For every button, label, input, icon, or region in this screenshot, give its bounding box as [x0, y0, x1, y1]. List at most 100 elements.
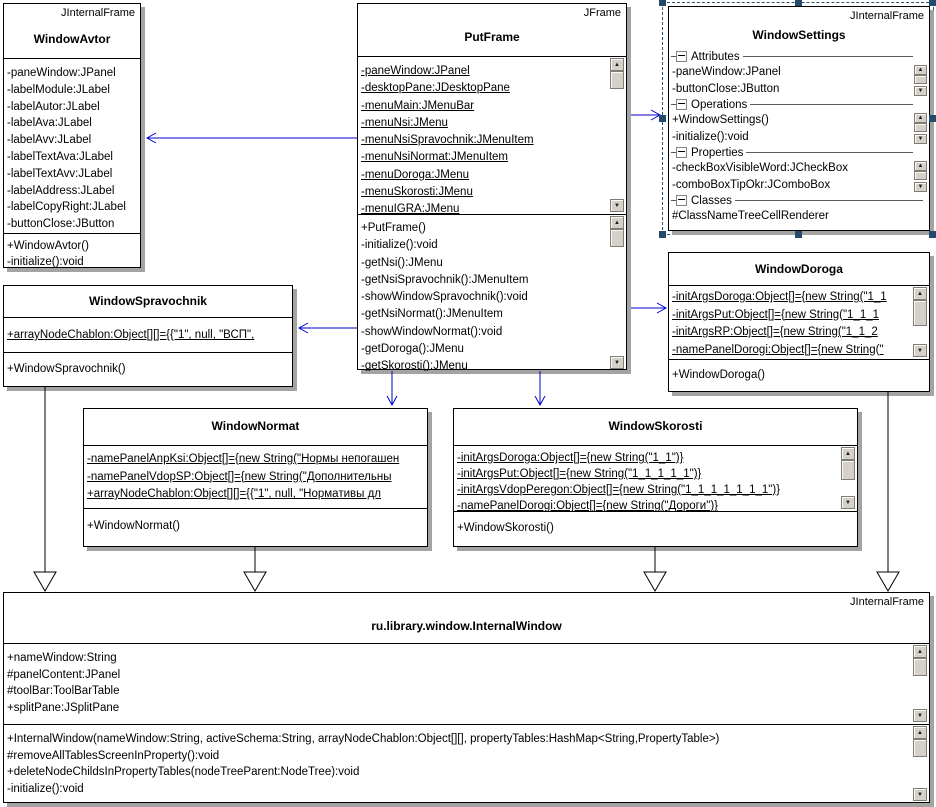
scroll-down-icon: ▼: [917, 88, 924, 94]
selection-handle[interactable]: [929, 0, 936, 6]
scroll-down-button[interactable]: ▼: [914, 134, 927, 144]
attributes-compartment: -initArgsDoroga:Object[]={new String("1_…: [669, 285, 929, 359]
methods-compartment: +InternalWindow(nameWindow:String, activ…: [4, 724, 929, 803]
dependency-arrowhead: [297, 322, 309, 334]
class-box-putframe[interactable]: JFrame PutFrame -paneWindow:JPanel-deskt…: [357, 3, 627, 371]
scroll-down-button[interactable]: ▼: [913, 788, 927, 801]
scroll-thumb[interactable]: [913, 739, 927, 757]
scroll-thumb[interactable]: [610, 229, 624, 247]
scrollbar[interactable]: ▲ ▼: [841, 447, 855, 509]
scroll-thumb[interactable]: [610, 71, 624, 89]
scroll-up-button[interactable]: ▲: [914, 65, 927, 75]
scrollbar[interactable]: ▲ ▼: [914, 161, 927, 192]
scroll-up-button[interactable]: ▲: [913, 287, 927, 300]
divider: [671, 56, 676, 57]
collapse-icon[interactable]: [676, 195, 687, 206]
group-header-properties: Properties: [671, 145, 913, 160]
attribute-row: -labelAva:JLabel: [7, 117, 92, 130]
attribute-row: -initArgsVdopPeregon:Object[]={new Strin…: [457, 484, 781, 496]
scrollbar[interactable]: ▲ ▼: [610, 58, 624, 212]
collapse-icon[interactable]: [676, 99, 687, 110]
scroll-down-button[interactable]: ▼: [841, 496, 855, 509]
collapse-icon[interactable]: [676, 147, 687, 158]
method-row: +deleteNodeChildsInPropertyTables(nodeTr…: [7, 766, 360, 778]
class-box-windownormat[interactable]: WindowNormat -namePanelAnpKsi:Object[]={…: [83, 408, 428, 547]
class-name: WindowAvtor: [33, 32, 111, 46]
scroll-thumb[interactable]: [914, 123, 927, 132]
method-row: -showWindowSpravochnik():void: [361, 291, 528, 304]
divider: [671, 152, 676, 153]
scroll-up-icon: ▲: [917, 115, 924, 121]
scrollbar[interactable]: ▲ ▼: [913, 645, 927, 722]
scroll-up-button[interactable]: ▲: [610, 58, 624, 71]
selection-handle[interactable]: [795, 231, 802, 238]
scrollbar[interactable]: ▲ ▼: [914, 113, 927, 144]
scroll-up-button[interactable]: ▲: [610, 216, 624, 229]
scroll-thumb[interactable]: [914, 171, 927, 180]
scroll-up-button[interactable]: ▲: [913, 645, 927, 658]
scroll-track[interactable]: [610, 89, 624, 199]
attribute-row: -labelAvv:JLabel: [7, 134, 92, 147]
attributes-compartment: -paneWindow:JPanel-desktopPane:JDesktopP…: [358, 56, 626, 214]
class-name: WindowSkorosti: [608, 419, 703, 433]
scroll-down-button[interactable]: ▼: [610, 356, 624, 369]
class-box-internalwindow[interactable]: JInternalFrame ru.library.window.Interna…: [3, 592, 930, 803]
scroll-thumb[interactable]: [913, 300, 927, 326]
class-box-windowdoroga[interactable]: WindowDoroga -initArgsDoroga:Object[]={n…: [668, 252, 930, 392]
method-row: +PutFrame(): [361, 222, 426, 234]
class-box-windowsettings[interactable]: JInternalFrame WindowSettings Attributes…: [668, 6, 930, 231]
scroll-up-button[interactable]: ▲: [913, 726, 927, 739]
scroll-track[interactable]: [913, 326, 927, 344]
scrollbar[interactable]: ▲ ▼: [913, 726, 927, 801]
methods-compartment: +WindowNormat(): [84, 508, 427, 547]
attributes-compartment: -paneWindow:JPanel-labelModule:JLabel-la…: [4, 58, 140, 233]
scroll-thumb[interactable]: [913, 658, 927, 676]
scrollbar[interactable]: ▲ ▼: [610, 216, 624, 369]
attribute-row: -buttonClose:JButton: [672, 82, 780, 95]
scroll-down-button[interactable]: ▼: [914, 86, 927, 96]
dependency-arrowhead: [656, 302, 668, 314]
group-label: Operations: [691, 98, 748, 111]
selection-handle[interactable]: [659, 231, 666, 238]
divider: [734, 200, 923, 201]
attribute-row: -namePanelAnpKsi:Object[]={new String("Н…: [87, 453, 400, 465]
scroll-down-button[interactable]: ▼: [913, 709, 927, 722]
scroll-track[interactable]: [913, 676, 927, 709]
attribute-row: -labelAutor:JLabel: [7, 100, 100, 113]
method-row: -initialize():void: [7, 782, 84, 795]
attribute-row: #toolBar:ToolBarTable: [7, 685, 120, 697]
generalization-arrowhead: [876, 571, 900, 592]
collapse-icon[interactable]: [676, 51, 687, 62]
selection-handle[interactable]: [659, 115, 666, 122]
selection-handle[interactable]: [659, 0, 666, 6]
scrollbar[interactable]: ▲ ▼: [914, 65, 927, 96]
scrollbar[interactable]: ▲ ▼: [913, 287, 927, 357]
scroll-up-button[interactable]: ▲: [914, 161, 927, 171]
selection-handle[interactable]: [795, 0, 802, 6]
dependency-arrowhead: [386, 395, 398, 407]
scroll-down-button[interactable]: ▼: [914, 182, 927, 192]
group-label: Classes: [691, 194, 732, 207]
selection-handle[interactable]: [929, 231, 936, 238]
scroll-down-button[interactable]: ▼: [913, 344, 927, 357]
method-row: +WindowNormat(): [87, 520, 180, 532]
attribute-row: -labelAddress:JLabel: [7, 184, 115, 197]
class-box-windowspravochnik[interactable]: WindowSpravochnik +arrayNodeChablon:Obje…: [3, 285, 293, 387]
class-box-windowavtor[interactable]: JInternalFrame WindowAvtor -paneWindow:J…: [3, 3, 141, 268]
scroll-up-button[interactable]: ▲: [914, 113, 927, 123]
scroll-track[interactable]: [913, 757, 927, 788]
scroll-thumb[interactable]: [841, 460, 855, 480]
attribute-row: #panelContent:JPanel: [7, 668, 121, 681]
scroll-track[interactable]: [841, 480, 855, 496]
selection-handle[interactable]: [929, 115, 936, 122]
stereotype-label: JInternalFrame: [850, 596, 924, 608]
class-box-windowskorosti[interactable]: WindowSkorosti -initArgsDoroga:Object[]=…: [453, 408, 858, 547]
scroll-up-button[interactable]: ▲: [841, 447, 855, 460]
attribute-row: -labelTextAvv:JLabel: [7, 167, 113, 180]
scroll-thumb[interactable]: [914, 75, 927, 84]
scroll-down-button[interactable]: ▼: [610, 199, 624, 212]
divider: [671, 200, 676, 201]
scroll-track[interactable]: [610, 247, 624, 356]
method-row: -initialize():void: [7, 256, 84, 268]
group-label: Attributes: [691, 50, 740, 63]
